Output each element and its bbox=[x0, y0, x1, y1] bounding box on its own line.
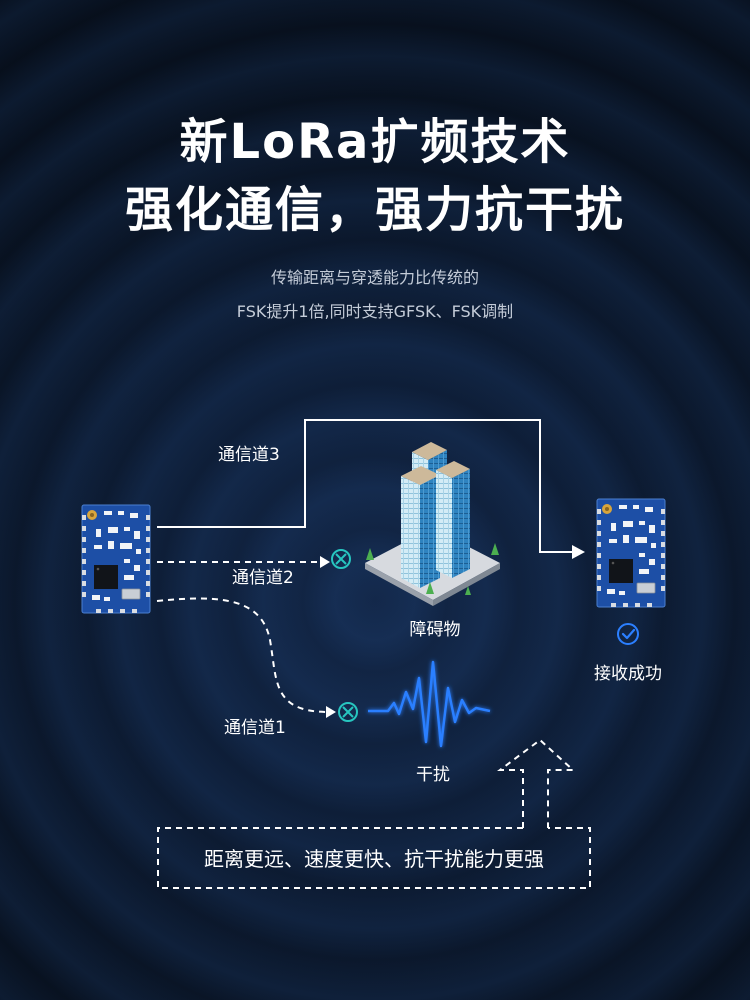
blocked-x-icon bbox=[331, 549, 351, 569]
channel-2-arrowhead bbox=[320, 556, 330, 568]
channel-1-arrowhead bbox=[326, 706, 336, 718]
obstacle-label: 障碍物 bbox=[409, 620, 461, 640]
receiver-module-icon bbox=[596, 498, 666, 608]
subtitle-line-1: 传输距离与穿透能力比传统的 bbox=[270, 268, 479, 287]
interference-label: 干扰 bbox=[416, 765, 450, 785]
building-icon bbox=[365, 442, 500, 606]
received-label: 接收成功 bbox=[594, 664, 662, 684]
channel-1-label: 通信道1 bbox=[224, 718, 286, 738]
channel-2-label: 通信道2 bbox=[232, 568, 294, 588]
transmitter-module-icon bbox=[81, 504, 151, 614]
benefit-text: 距离更远、速度更快、抗干扰能力更强 bbox=[204, 847, 544, 871]
up-arrow-icon bbox=[497, 738, 576, 828]
channel-3-label: 通信道3 bbox=[218, 445, 280, 465]
signal-wave-icon bbox=[368, 660, 491, 748]
subtitle-line-2: FSK提升1倍,同时支持GFSK、FSK调制 bbox=[236, 302, 514, 321]
blocked-x-icon bbox=[338, 702, 358, 722]
title-line-2: 强化通信，强力抗干扰 bbox=[124, 182, 625, 238]
channel-3-line bbox=[157, 419, 574, 553]
check-circle-icon bbox=[617, 623, 639, 645]
benefit-box bbox=[157, 827, 591, 889]
channel-3-arrowhead bbox=[572, 545, 585, 559]
channel-1-line bbox=[156, 597, 327, 713]
title-line-1: 新LoRa扩频技术 bbox=[179, 114, 571, 170]
